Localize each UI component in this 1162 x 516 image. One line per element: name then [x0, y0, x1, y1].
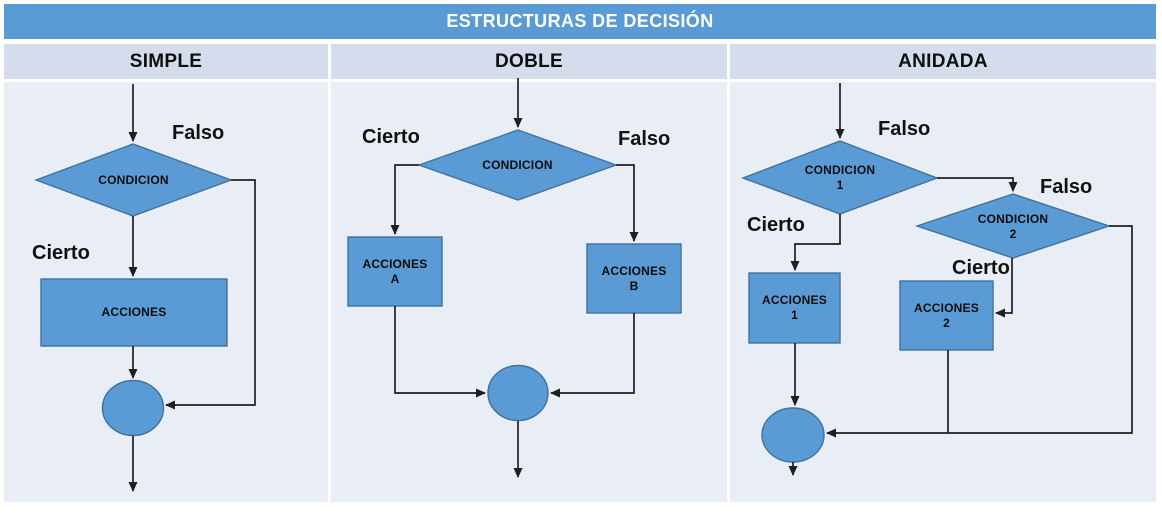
- simple-false-connector: [165, 179, 256, 410]
- doble-actions-a-label: ACCIONES A: [348, 237, 442, 306]
- anidada-condition2-line2: 2: [1009, 227, 1017, 241]
- doble-actions-b-box: [586, 243, 682, 314]
- anidada-true1-label: Cierto: [747, 214, 805, 236]
- page-title: ESTRUCTURAS DE DECISIÓN: [446, 11, 714, 31]
- doble-actions-a-line1: ACCIONES: [362, 256, 428, 271]
- anidada-actions2-label: ACCIONES 2: [900, 281, 993, 350]
- simple-false-label: Falso: [172, 122, 225, 144]
- doble-join-circle: [487, 364, 549, 422]
- simple-actions-box: [40, 278, 228, 347]
- anidada-condition1-label: CONDICION 1: [743, 150, 937, 206]
- anidada-false1-connector: [937, 177, 1018, 192]
- anidada-true2-label: Cierto: [952, 257, 1010, 279]
- doble-actions-b-line1: ACCIONES: [601, 263, 667, 278]
- doble-true-connector: [390, 164, 419, 235]
- doble-actions-a-line2: A: [390, 271, 400, 286]
- anidada-true2-connector: [995, 258, 1013, 318]
- doble-b-to-join-connector: [550, 313, 635, 398]
- doble-a-to-join-connector: [394, 306, 486, 398]
- anidada-condition1-line1: CONDICION: [804, 163, 876, 177]
- anidada-false1-label: Falso: [878, 118, 931, 140]
- anidada-condition1-line2: 1: [836, 178, 844, 192]
- anidada-actions2-line1: ACCIONES: [914, 300, 979, 315]
- doble-actions-b-line2: B: [629, 278, 639, 293]
- anidada-actions1-box: [748, 272, 841, 344]
- simple-actions-label: ACCIONES: [101, 305, 167, 319]
- doble-true-label: Cierto: [362, 126, 420, 148]
- column-header-anidada: ANIDADA: [730, 44, 1156, 79]
- doble-false-label: Falso: [618, 128, 671, 150]
- anidada-false2-connector: [826, 225, 1133, 438]
- anidada-join-circle: [761, 407, 825, 463]
- simple-join-circle: [101, 379, 165, 437]
- anidada-true1-connector: [790, 214, 841, 271]
- doble-actions-a-box: [347, 236, 443, 307]
- column-header-simple: SIMPLE: [4, 44, 328, 79]
- doble-condition-label: CONDICION: [482, 157, 553, 172]
- title-banner: ESTRUCTURAS DE DECISIÓN: [4, 4, 1156, 39]
- anidada-actions1-line2: 1: [791, 308, 798, 322]
- anidada-false2-label: Falso: [1040, 176, 1093, 198]
- column-header-doble: DOBLE: [331, 44, 727, 79]
- anidada-actions2-line2: 2: [943, 315, 950, 330]
- anidada-actions1-line1: ACCIONES: [762, 293, 827, 307]
- anidada-actions2-box: [899, 280, 994, 351]
- doble-false-connector: [616, 164, 639, 242]
- anidada-condition2-line1: CONDICION: [977, 212, 1049, 226]
- anidada-actions1-label: ACCIONES 1: [749, 273, 840, 343]
- simple-condition-label: CONDICION: [98, 172, 169, 187]
- simple-true-label: Cierto: [32, 242, 90, 264]
- doble-actions-b-label: ACCIONES B: [587, 244, 681, 313]
- anidada-condition2-label: CONDICION 2: [917, 199, 1109, 255]
